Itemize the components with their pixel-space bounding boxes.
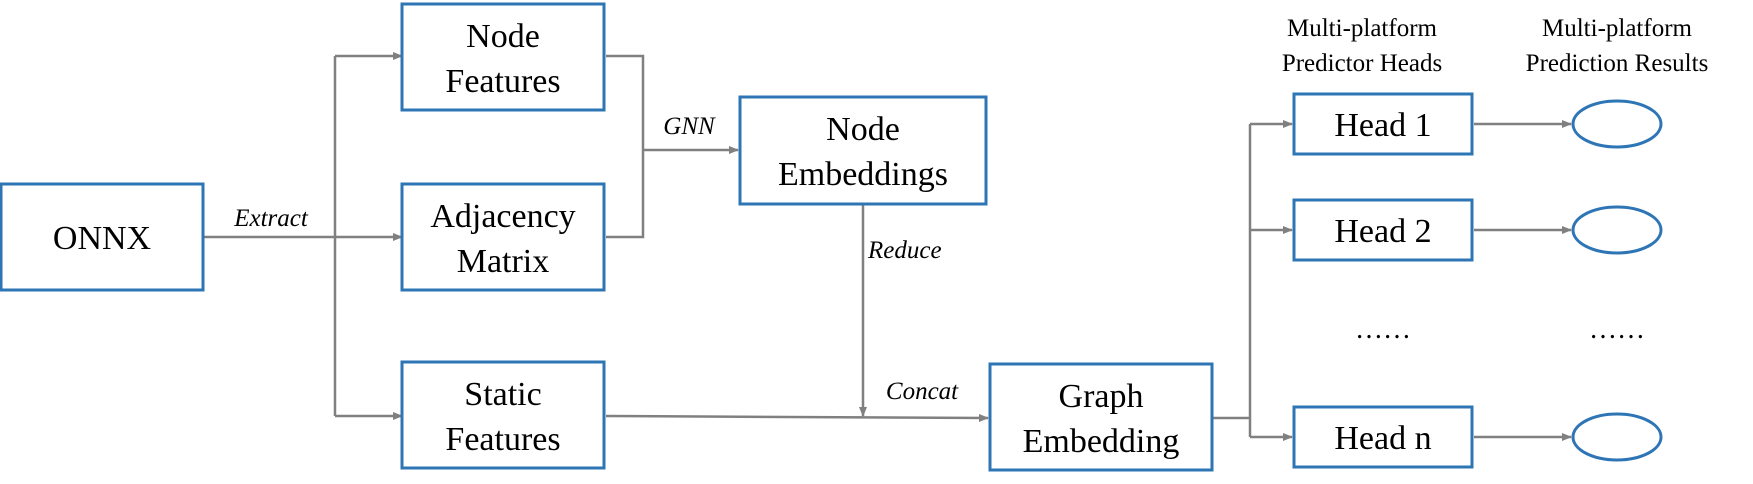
head-2-label: Head 2	[1334, 213, 1431, 250]
graph-embedding-label-line-2: Embedding	[1023, 423, 1180, 460]
head-1-label: Head 1	[1334, 107, 1431, 144]
results-ellipsis: ……	[1589, 314, 1645, 345]
results-column-header-line-2: Prediction Results	[1526, 50, 1709, 77]
head-2-box: Head 2	[1292, 198, 1474, 262]
static-features-box: Static Features	[400, 360, 606, 470]
graph-embedding-box: Graph Embedding	[988, 362, 1214, 472]
heads-column-header-line-2: Predictor Heads	[1282, 50, 1442, 77]
adjacency-matrix-label-line-2: Matrix	[457, 243, 550, 280]
connector-node-features-out	[606, 54, 645, 150]
result-n-ellipse	[1571, 412, 1663, 462]
node-features-label-line-1: Node	[466, 18, 540, 55]
head-n-box: Head n	[1292, 405, 1474, 469]
node-embeddings-label-line-1: Node	[826, 111, 900, 148]
connectors	[203, 52, 1572, 441]
node-embeddings-box: Node Embeddings	[738, 95, 988, 206]
graph-embedding-label-line-1: Graph	[1059, 378, 1144, 415]
edge-label-concat: Concat	[886, 378, 959, 405]
node-embeddings-label-line-2: Embeddings	[778, 156, 948, 193]
edge-label-reduce: Reduce	[867, 237, 942, 264]
result-1-ellipse	[1571, 99, 1663, 149]
static-features-label-line-2: Features	[445, 421, 560, 458]
result-2-ellipse	[1571, 205, 1663, 255]
onnx-box: ONNX	[0, 182, 205, 292]
edge-label-gnn: GNN	[663, 113, 716, 140]
connector-adjacency-matrix-out	[606, 150, 645, 239]
adjacency-matrix-box: Adjacency Matrix	[400, 182, 606, 292]
heads-column-header-line-1: Multi-platform	[1287, 15, 1438, 42]
node-features-label-line-2: Features	[445, 63, 560, 100]
head-1-box: Head 1	[1292, 92, 1474, 156]
head-n-label: Head n	[1334, 420, 1431, 457]
static-features-label-line-1: Static	[464, 376, 541, 413]
results-column-header-line-1: Multi-platform	[1542, 15, 1693, 42]
edge-label-extract: Extract	[233, 205, 309, 232]
heads-ellipsis: ……	[1355, 314, 1411, 345]
arrow-concat	[605, 413, 989, 422]
onnx-label: ONNX	[53, 220, 151, 257]
node-features-box: Node Features	[400, 2, 606, 112]
adjacency-matrix-label-line-1: Adjacency	[430, 198, 575, 235]
